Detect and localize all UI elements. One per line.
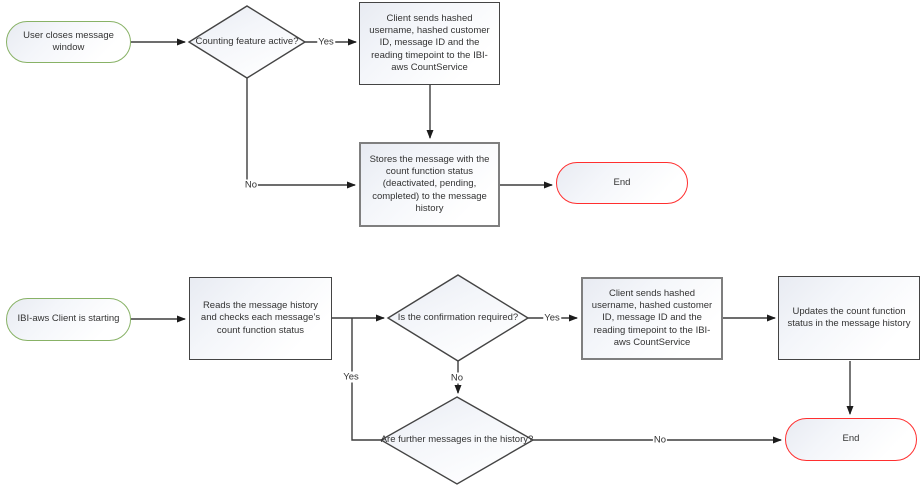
connector-decision3-yes-loop bbox=[351, 318, 381, 441]
end-node-bottom-flow: End bbox=[785, 418, 917, 461]
process-node-updates-count-function-status: Updates the count function status in the… bbox=[778, 276, 920, 360]
start-node-user-closes-message-window: User closes message window bbox=[6, 21, 131, 63]
decision-node-confirmation-required-shape bbox=[386, 274, 530, 362]
process-node-reads-message-history: Reads the message history and checks eac… bbox=[189, 277, 332, 360]
process-node-stores-message-history: Stores the message with the count functi… bbox=[359, 142, 500, 227]
decision-node-further-messages-shape bbox=[379, 396, 535, 485]
edge-label-decision3-yes: Yes bbox=[342, 371, 360, 383]
process-node-client-sends-countservice-top: Client sends hashed username, hashed cus… bbox=[359, 2, 500, 85]
start-node-ibi-aws-client-starting: IBI-aws Client is starting bbox=[6, 298, 131, 341]
connector-decision1-no-process2 bbox=[246, 78, 356, 189]
edge-label-decision1-no: No bbox=[243, 179, 259, 191]
edge-label-decision2-yes: Yes bbox=[543, 312, 561, 324]
end-node-top-flow: End bbox=[556, 162, 688, 204]
decision-node-counting-feature-shape bbox=[187, 5, 307, 79]
process-node-client-sends-countservice-bottom: Client sends hashed username, hashed cus… bbox=[581, 277, 723, 360]
edge-label-decision1-yes: Yes bbox=[317, 36, 335, 48]
edge-label-decision3-no: No bbox=[652, 434, 668, 446]
edge-label-decision2-no: No bbox=[449, 372, 465, 384]
